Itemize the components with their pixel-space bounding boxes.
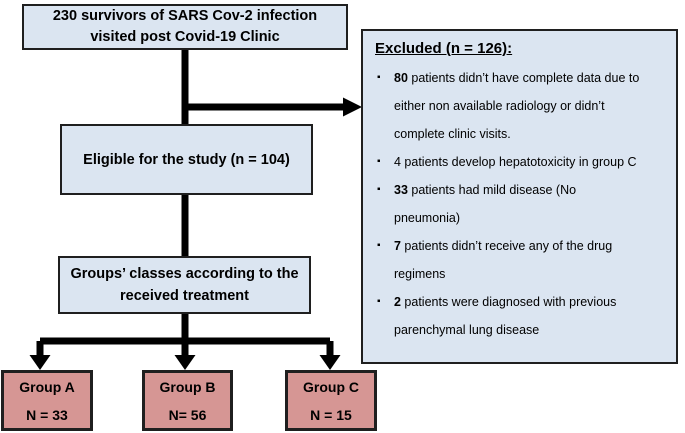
excluded-item-count: 33: [394, 183, 408, 197]
arrowhead-down-center-icon: [174, 355, 196, 370]
excluded-item-count: 7: [394, 239, 401, 253]
group-c-count: N = 15: [310, 407, 352, 423]
arrowhead-right-icon: [343, 97, 362, 117]
group-a-count: N = 33: [26, 407, 68, 423]
group-b-label: Group B: [159, 379, 216, 395]
excluded-item-text-wrap: 7 patients didn’t receive any of the dru…: [394, 232, 668, 288]
excluded-item-text-wrap: 2 patients were diagnosed with previous …: [394, 288, 668, 344]
top-box-survivors: 230 survivors of SARS Cov-2 infection vi…: [22, 4, 348, 50]
arrowhead-down-right-icon: [319, 355, 341, 370]
excluded-item-count: 2: [394, 295, 401, 309]
group-b-count: N= 56: [168, 407, 207, 423]
groups-classes-box: Groups’ classes according to the receive…: [58, 256, 311, 314]
excluded-item: ▪ 33 patients had mild disease (No pneum…: [375, 176, 668, 232]
excluded-item-text-wrap: 33 patients had mild disease (No pneumon…: [394, 176, 668, 232]
bullet-icon: ▪: [377, 72, 381, 83]
group-a-box: Group A N = 33: [1, 370, 93, 431]
group-b-box: Group B N= 56: [142, 370, 233, 431]
excluded-item-text: patients had mild disease (No pneumonia): [394, 183, 577, 225]
excluded-item-text: patients were diagnosed with previous pa…: [394, 295, 617, 337]
excluded-box: Excluded (n = 126): ▪ 80 patients didn’t…: [361, 29, 678, 364]
group-a-label: Group A: [19, 379, 75, 395]
eligible-box-text: Eligible for the study (n = 104): [83, 151, 290, 168]
excluded-item-text-wrap: 4 patients develop hepatotoxicity in gro…: [394, 148, 668, 176]
excluded-item: ▪ 4 patients develop hepatotoxicity in g…: [375, 148, 668, 176]
arrowhead-down-left-icon: [29, 355, 51, 370]
excluded-item-text: patients develop hepatotoxicity in group…: [400, 155, 637, 169]
bullet-icon: ▪: [377, 184, 381, 195]
excluded-item-text: patients didn’t have complete data due t…: [394, 71, 640, 141]
group-c-label: Group C: [303, 379, 359, 395]
groups-box-text: Groups’ classes according to the receive…: [70, 266, 299, 304]
arrowheads: [29, 97, 362, 370]
excluded-item-text: patients didn’t receive any of the drug …: [394, 239, 613, 281]
connector-lines: [36, 48, 343, 356]
excluded-title: Excluded (n = 126):: [375, 40, 513, 57]
excluded-item: ▪ 80 patients didn’t have complete data …: [375, 64, 668, 148]
eligible-box: Eligible for the study (n = 104): [60, 124, 313, 195]
bullet-icon: ▪: [377, 240, 381, 251]
excluded-item-count: 4: [394, 155, 401, 169]
bullet-icon: ▪: [377, 296, 381, 307]
excluded-item-text-wrap: 80 patients didn’t have complete data du…: [394, 64, 668, 148]
bullet-icon: ▪: [377, 156, 381, 167]
excluded-item: ▪ 7 patients didn’t receive any of the d…: [375, 232, 668, 288]
excluded-item: ▪ 2 patients were diagnosed with previou…: [375, 288, 668, 344]
top-box-text: 230 survivors of SARS Cov-2 infection vi…: [52, 8, 318, 45]
excluded-item-count: 80: [394, 71, 408, 85]
group-c-box: Group C N = 15: [285, 370, 377, 431]
